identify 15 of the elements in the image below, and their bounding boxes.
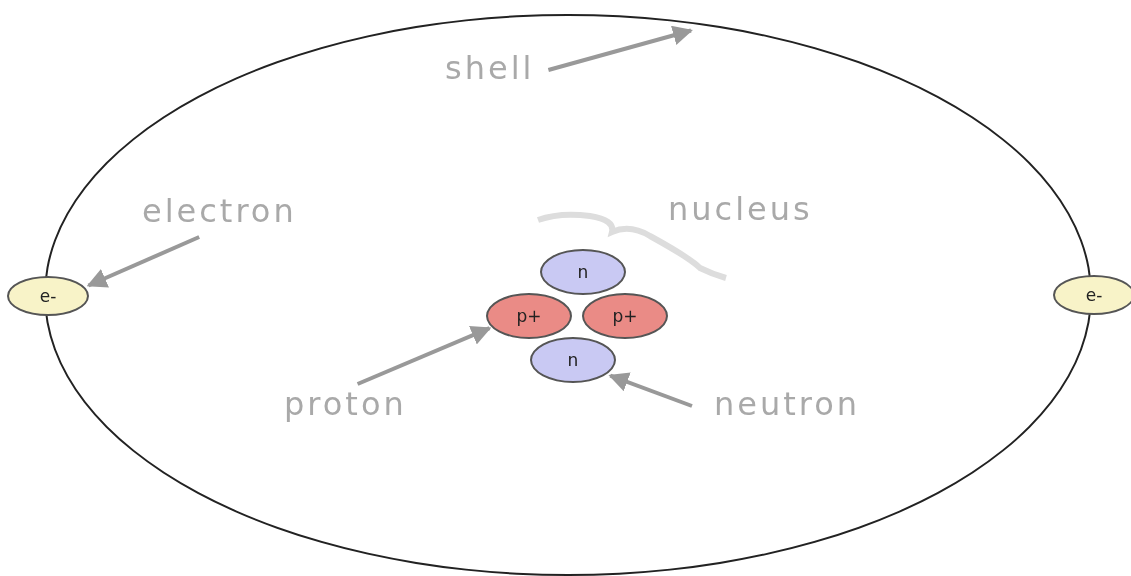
neutron-particle: n <box>530 337 616 383</box>
neutron-particle: n <box>540 249 626 295</box>
leader-arrow <box>547 25 693 72</box>
leader-arrow <box>86 235 200 288</box>
electron-particle: e- <box>7 276 89 316</box>
proton-particle: p+ <box>486 293 572 339</box>
leader-arrow <box>356 326 492 386</box>
leader-arrow <box>608 372 693 408</box>
callout-label: proton <box>284 386 407 422</box>
callout-label: neutron <box>714 386 861 422</box>
callout-label: nucleus <box>668 191 813 227</box>
proton-particle: p+ <box>582 293 668 339</box>
callout-label: shell <box>445 50 535 86</box>
electron-particle: e- <box>1053 275 1131 315</box>
callout-label: electron <box>142 193 297 229</box>
